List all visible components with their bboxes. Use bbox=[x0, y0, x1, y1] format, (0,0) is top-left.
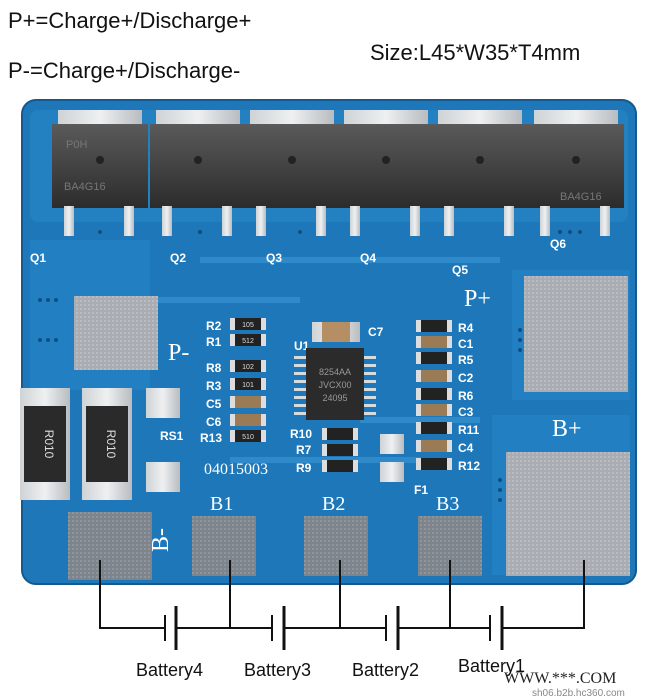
mosfet-q4 bbox=[338, 110, 434, 236]
label-r7: R7 bbox=[296, 443, 312, 457]
label-r13: R13 bbox=[200, 431, 222, 445]
label-rs1: RS1 bbox=[160, 429, 184, 443]
label-q6: Q6 bbox=[550, 237, 566, 251]
label-q5: Q5 bbox=[452, 263, 468, 277]
p-plus-legend: P+=Charge+/Discharge+ bbox=[8, 8, 252, 33]
label-q1: Q1 bbox=[30, 251, 46, 265]
label-f1: F1 bbox=[414, 483, 428, 497]
shunt-marking: R010 bbox=[42, 430, 56, 459]
mosfet-q1: P0H BA4G16 bbox=[52, 110, 148, 236]
mosfet-row: P0H BA4G16 bbox=[52, 110, 624, 236]
label-p-minus: P- bbox=[168, 340, 189, 366]
label-b1: B1 bbox=[210, 493, 233, 515]
pad-p-minus bbox=[74, 296, 158, 370]
ic-u1: 8254AA JVCX00 24095 bbox=[294, 348, 376, 420]
label-r5: R5 bbox=[458, 353, 474, 367]
label-r10: R10 bbox=[290, 427, 312, 441]
mosfet-q6: BA4G16 bbox=[528, 110, 624, 236]
label-b3: B3 bbox=[436, 493, 459, 515]
label-b2: B2 bbox=[322, 493, 345, 515]
smd-right bbox=[416, 320, 452, 470]
battery-wiring bbox=[99, 560, 585, 650]
label-c5: C5 bbox=[206, 397, 222, 411]
shunt-pad-bottom bbox=[146, 462, 180, 492]
label-r6: R6 bbox=[458, 389, 474, 403]
watermark: WWW.***.COM bbox=[504, 670, 617, 687]
pad-p-plus bbox=[524, 276, 628, 392]
label-c3: C3 bbox=[458, 405, 474, 419]
mosfet-q5 bbox=[432, 110, 528, 236]
pad-b-plus bbox=[506, 452, 630, 576]
label-q2: Q2 bbox=[170, 251, 186, 265]
part-number: 04015003 bbox=[204, 461, 268, 478]
mosfet-marking: P0H bbox=[66, 139, 87, 151]
label-c4: C4 bbox=[458, 441, 474, 455]
ic-marking: JVCX00 bbox=[318, 380, 351, 390]
ic-marking: 24095 bbox=[322, 393, 347, 403]
label-r12: R12 bbox=[458, 459, 480, 473]
shunt-resistor-1: R010 bbox=[20, 388, 70, 500]
mosfet-marking: BA4G16 bbox=[64, 181, 106, 193]
label-q3: Q3 bbox=[266, 251, 282, 265]
label-r4: R4 bbox=[458, 321, 474, 335]
smd-marking: 101 bbox=[242, 382, 254, 389]
label-c6: C6 bbox=[206, 415, 222, 429]
battery-2-label: Battery2 bbox=[352, 660, 420, 680]
shunt-marking: R010 bbox=[104, 430, 118, 459]
battery-1-label: Battery1 bbox=[458, 656, 526, 676]
label-r1: R1 bbox=[206, 335, 222, 349]
shunt-resistor-2: R010 bbox=[82, 388, 132, 500]
smd-marking: 510 bbox=[242, 434, 254, 441]
label-b-plus: B+ bbox=[552, 416, 582, 442]
mosfet-q2 bbox=[150, 110, 246, 236]
smd-marking: 512 bbox=[242, 338, 254, 345]
p-minus-legend: P-=Charge+/Discharge- bbox=[8, 58, 241, 83]
label-r11: R11 bbox=[458, 423, 480, 437]
smd-mid bbox=[322, 428, 358, 472]
ic-marking: 8254AA bbox=[319, 367, 351, 377]
label-r3: R3 bbox=[206, 379, 222, 393]
label-p-plus: P+ bbox=[464, 286, 491, 312]
label-c2: C2 bbox=[458, 371, 474, 385]
mosfet-marking: BA4G16 bbox=[560, 191, 602, 203]
board-size: Size:L45*W35*T4mm bbox=[370, 40, 581, 65]
smd-marking: 102 bbox=[242, 364, 254, 371]
battery-3-label: Battery3 bbox=[244, 660, 312, 680]
smd-left: 105 512 102 101 510 bbox=[230, 318, 266, 442]
label-r2: R2 bbox=[206, 319, 222, 333]
battery-4-label: Battery4 bbox=[136, 660, 204, 680]
fuse-pad-bottom bbox=[380, 462, 404, 482]
label-b-minus: B- bbox=[148, 528, 174, 552]
smd-marking: 105 bbox=[242, 322, 254, 329]
pad-b1 bbox=[192, 516, 256, 576]
pad-b-minus bbox=[68, 512, 152, 580]
label-q4: Q4 bbox=[360, 251, 376, 265]
watermark-sub: sh06.b2b.hc360.com bbox=[532, 688, 625, 699]
label-c7: C7 bbox=[368, 325, 384, 339]
mosfet-q3 bbox=[244, 110, 340, 236]
label-c1: C1 bbox=[458, 337, 474, 351]
label-u1: U1 bbox=[294, 339, 310, 353]
label-r8: R8 bbox=[206, 361, 222, 375]
pad-b2 bbox=[304, 516, 368, 576]
shunt-pad-top bbox=[146, 388, 180, 418]
fuse-pad-top bbox=[380, 434, 404, 454]
label-r9: R9 bbox=[296, 461, 312, 475]
